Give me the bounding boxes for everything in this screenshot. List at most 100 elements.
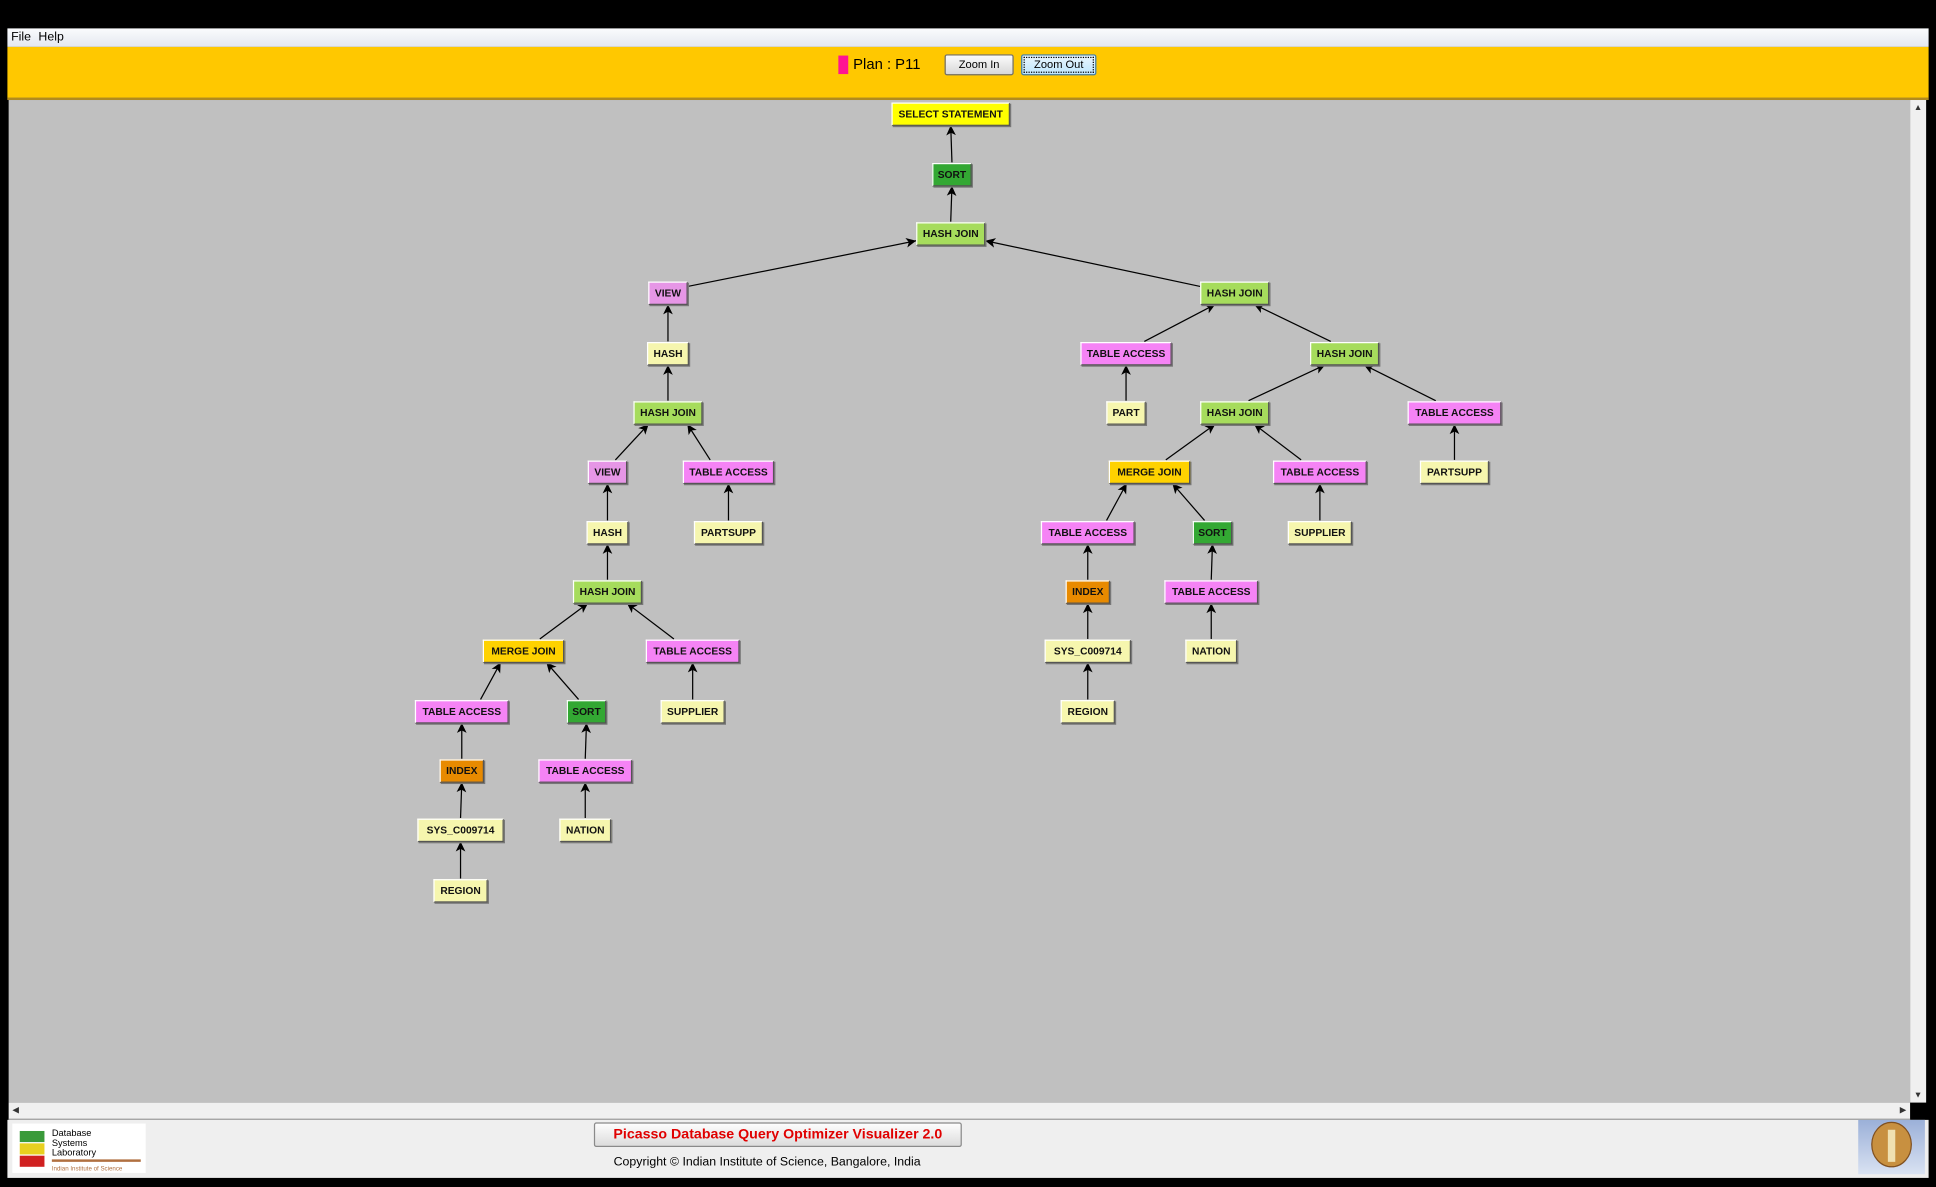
plan-node-sort[interactable]: SORT: [566, 699, 607, 723]
plan-edge: [1121, 364, 1131, 401]
arrowhead-icon: [1117, 483, 1127, 495]
plan-node-partsupp[interactable]: PARTSUPP: [693, 520, 764, 544]
zoom-in-button[interactable]: Zoom In: [944, 54, 1014, 76]
plan-node-hash-join[interactable]: HASH JOIN: [916, 221, 986, 246]
plan-node-sort[interactable]: SORT: [1192, 520, 1233, 544]
arrowhead-icon: [577, 603, 589, 613]
plan-edge: [663, 304, 673, 342]
iisc-crest-logo: [1858, 1119, 1925, 1175]
scroll-left-icon[interactable]: ◀: [12, 1106, 20, 1115]
plan-node-region[interactable]: REGION: [1060, 699, 1115, 723]
plan-tree-canvas[interactable]: SELECT STATEMENT SORT HASH JOIN VIEW HASH HAS…: [8, 100, 1911, 1103]
plan-node-part[interactable]: PART: [1106, 400, 1146, 425]
arrowhead-icon: [491, 662, 501, 674]
horizontal-scrollbar[interactable]: ◀ ▶: [8, 1102, 1911, 1120]
plan-node-view[interactable]: VIEW: [587, 459, 628, 484]
plan-node-nation[interactable]: NATION: [1185, 638, 1238, 663]
arrowhead-icon: [723, 483, 734, 494]
scroll-up-icon[interactable]: ▲: [1913, 103, 1923, 113]
plan-node-select-statement[interactable]: SELECT STATEMENT: [891, 101, 1010, 126]
plan-node-hash-join[interactable]: HASH JOIN: [1200, 280, 1270, 305]
arrowhead-icon: [985, 238, 997, 248]
menu-bar: File Help: [7, 28, 1929, 47]
plan-node-table-access[interactable]: TABLE ACCESS: [682, 459, 775, 484]
plan-edge: [1171, 482, 1206, 521]
plan-edge: [687, 237, 917, 288]
plan-node-table-access[interactable]: TABLE ACCESS: [414, 699, 509, 723]
plan-node-region[interactable]: REGION: [433, 878, 488, 902]
plan-node-merge-join[interactable]: MERGE JOIN: [1108, 459, 1191, 484]
arrowhead-icon: [1449, 424, 1460, 435]
plan-edge: [456, 782, 467, 819]
plan-edge: [580, 782, 591, 818]
arrowhead-icon: [546, 662, 557, 674]
arrowhead-icon: [1254, 304, 1266, 314]
plan-node-sort[interactable]: SORT: [932, 162, 972, 186]
plan-edge: [985, 238, 1201, 288]
menu-file[interactable]: File: [11, 30, 32, 45]
plan-node-hash-join[interactable]: HASH JOIN: [1310, 341, 1380, 365]
plan-node-table-access[interactable]: TABLE ACCESS: [1407, 400, 1502, 425]
arrowhead-icon: [602, 543, 613, 554]
plan-edge: [456, 722, 467, 759]
plan-node-nation[interactable]: NATION: [559, 817, 612, 842]
plan-edge: [1315, 483, 1325, 521]
plan-node-table-access[interactable]: TABLE ACCESS: [1080, 341, 1172, 365]
plan-edge: [663, 364, 673, 401]
plan-node-table-access[interactable]: TABLE ACCESS: [1272, 459, 1367, 484]
plan-edge: [1144, 303, 1216, 342]
scroll-down-icon[interactable]: ▼: [1913, 1091, 1923, 1101]
vertical-scrollbar[interactable]: ▲ ▼: [1910, 100, 1927, 1103]
app-title-button[interactable]: Picasso Database Query Optimizer Visuali…: [593, 1122, 962, 1148]
plan-node-table-access[interactable]: TABLE ACCESS: [538, 758, 633, 783]
dsl-logo-line3: Laboratory: [52, 1148, 97, 1158]
toolbar: Plan : P11 Zoom In Zoom Out: [7, 46, 1929, 101]
arrowhead-icon: [1082, 603, 1093, 614]
arrowhead-icon: [1314, 364, 1326, 374]
zoom-out-button[interactable]: Zoom Out: [1021, 54, 1097, 76]
arrowhead-icon: [455, 841, 466, 852]
arrowhead-icon: [663, 364, 673, 375]
plan-node-hash-join[interactable]: HASH JOIN: [633, 400, 703, 425]
plan-edge: [1082, 603, 1093, 639]
plan-node-supplier[interactable]: SUPPLIER: [1287, 520, 1352, 544]
plan-edge: [1253, 423, 1302, 461]
plan-node-hash[interactable]: HASH: [646, 341, 689, 365]
plan-edge: [1207, 543, 1217, 580]
arrowhead-icon: [1172, 483, 1183, 495]
plan-edge: [1165, 423, 1216, 461]
arrowhead-icon: [905, 237, 917, 248]
plan-edge: [602, 543, 613, 580]
plan-edge: [480, 662, 502, 700]
plan-node-table-access[interactable]: TABLE ACCESS: [1164, 579, 1259, 604]
plan-node-supplier[interactable]: SUPPLIER: [660, 699, 725, 723]
plan-node-hash[interactable]: HASH: [586, 520, 629, 544]
plan-node-view[interactable]: VIEW: [648, 280, 688, 305]
plan-node-hash-join[interactable]: HASH JOIN: [1200, 400, 1270, 425]
plan-node-index[interactable]: INDEX: [1065, 579, 1110, 604]
plan-node-sys-c009714[interactable]: SYS_C009714: [1044, 638, 1131, 663]
plan-node-partsupp[interactable]: PARTSUPP: [1419, 459, 1490, 484]
plan-node-table-access[interactable]: TABLE ACCESS: [645, 638, 740, 663]
arrowhead-icon: [687, 662, 698, 673]
plan-node-hash-join[interactable]: HASH JOIN: [572, 579, 643, 604]
arrowhead-icon: [663, 304, 673, 315]
arrowhead-icon: [626, 603, 638, 614]
scroll-right-icon[interactable]: ▶: [1899, 1106, 1907, 1115]
plan-edge: [545, 662, 580, 700]
plan-edge: [626, 602, 675, 640]
plan-node-sys-c009714[interactable]: SYS_C009714: [417, 817, 504, 842]
plan-node-table-access[interactable]: TABLE ACCESS: [1040, 520, 1135, 544]
dsl-logo-line2: Systems: [52, 1138, 88, 1148]
plan-edge: [946, 185, 957, 222]
menu-help[interactable]: Help: [38, 30, 64, 45]
arrowhead-icon: [581, 722, 591, 734]
plan-edge: [946, 125, 956, 163]
plan-node-merge-join[interactable]: MERGE JOIN: [482, 638, 565, 663]
dsl-logo-line1: Database: [52, 1128, 92, 1138]
plan-edge: [1082, 543, 1093, 580]
copyright-text: Copyright © Indian Institute of Science,…: [613, 1155, 921, 1170]
plan-edge: [1449, 424, 1460, 460]
plan-node-index[interactable]: INDEX: [439, 758, 485, 783]
